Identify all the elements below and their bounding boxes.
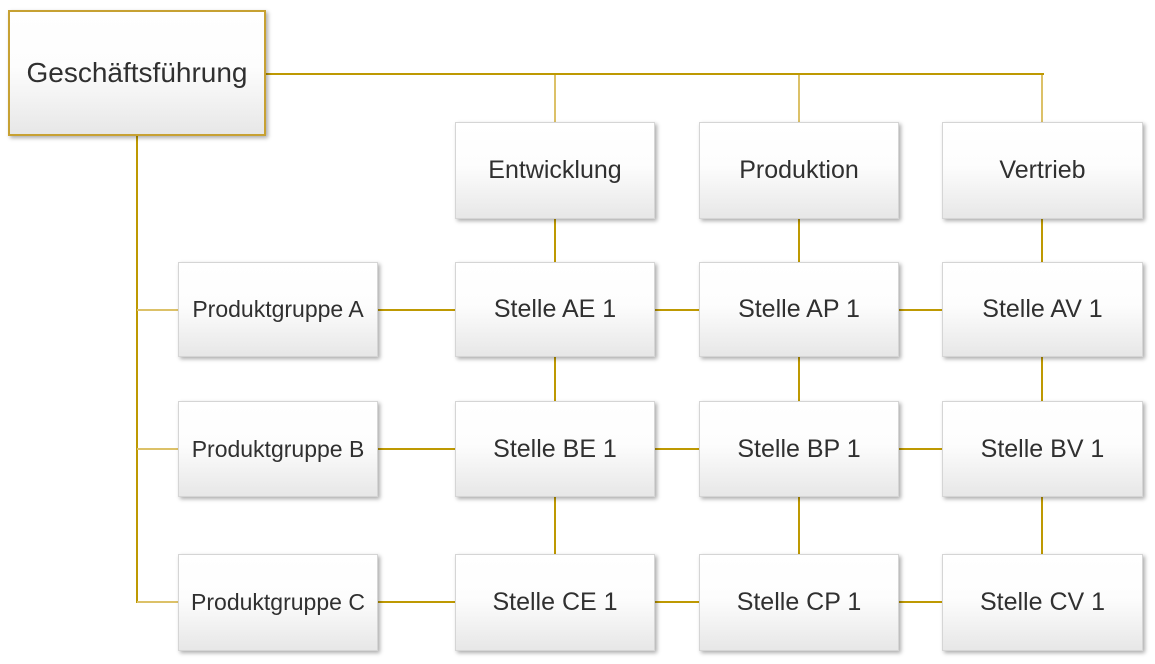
node-produktion: Produktion	[699, 122, 899, 219]
node-produktgruppe-c: Produktgruppe C	[178, 554, 378, 651]
connector-line	[899, 309, 942, 311]
node-stelle-cv-1: Stelle CV 1	[942, 554, 1143, 651]
connector-line	[655, 309, 699, 311]
connector-line	[798, 497, 800, 554]
connector-branch-line	[137, 309, 178, 311]
node-stelle-ce-1: Stelle CE 1	[455, 554, 655, 651]
node-entwicklung: Entwicklung	[455, 122, 655, 219]
node-geschaeftsfuehrung: Geschäftsführung	[8, 10, 266, 136]
node-stelle-be-1: Stelle BE 1	[455, 401, 655, 497]
connector-line	[899, 601, 942, 603]
connector-line	[266, 73, 1044, 75]
connector-drop-line	[798, 75, 800, 122]
node-stelle-av-1: Stelle AV 1	[942, 262, 1143, 357]
node-stelle-ae-1: Stelle AE 1	[455, 262, 655, 357]
connector-line	[378, 601, 455, 603]
connector-line	[1041, 497, 1043, 554]
connector-line	[378, 309, 455, 311]
connector-line	[798, 357, 800, 401]
node-stelle-ap-1: Stelle AP 1	[699, 262, 899, 357]
node-produktgruppe-b: Produktgruppe B	[178, 401, 378, 497]
connector-branch-line	[137, 448, 178, 450]
connector-drop-line	[1041, 75, 1043, 122]
connector-line	[655, 448, 699, 450]
connector-line	[655, 601, 699, 603]
connector-line	[136, 136, 138, 603]
connector-line	[554, 219, 556, 262]
connector-line	[798, 219, 800, 262]
connector-line	[1041, 357, 1043, 401]
connector-drop-line	[554, 75, 556, 122]
node-stelle-bv-1: Stelle BV 1	[942, 401, 1143, 497]
node-stelle-cp-1: Stelle CP 1	[699, 554, 899, 651]
connector-line	[378, 448, 455, 450]
connector-line	[554, 497, 556, 554]
node-stelle-bp-1: Stelle BP 1	[699, 401, 899, 497]
connector-branch-line	[137, 601, 178, 603]
connector-line	[1041, 219, 1043, 262]
node-produktgruppe-a: Produktgruppe A	[178, 262, 378, 357]
node-vertrieb: Vertrieb	[942, 122, 1143, 219]
connector-line	[899, 448, 942, 450]
connector-line	[554, 357, 556, 401]
